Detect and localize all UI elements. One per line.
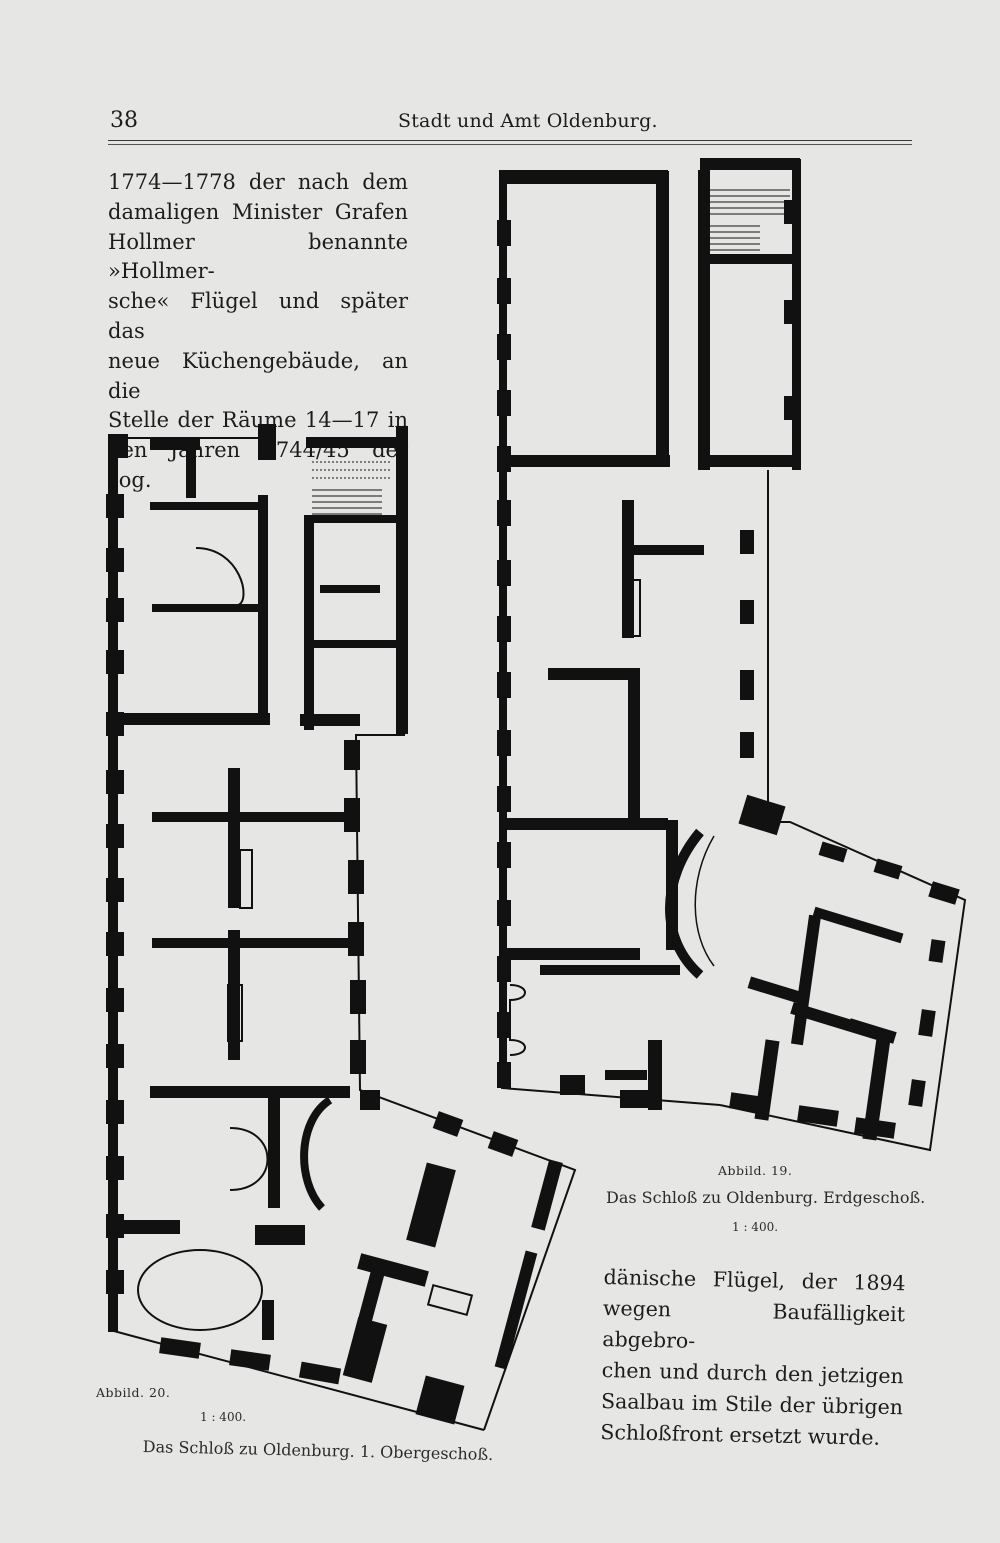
- header-rule: [108, 140, 912, 141]
- body-text-bottom: dänische Flügel, der 1894 wegen Baufälli…: [600, 1262, 906, 1454]
- figure-20-scale: 1 : 400.: [200, 1410, 247, 1424]
- text-line: damaligen Minister Grafen: [108, 199, 408, 224]
- figure-19-label: Abbild. 19.: [718, 1163, 793, 1178]
- text-line: neue Küchengebäude, an die: [108, 348, 408, 403]
- header-rule-thin: [108, 144, 912, 145]
- text-line: 1774—1778 der nach dem: [108, 170, 408, 194]
- body-text-top: 1774—1778 der nach dem damaligen Ministe…: [108, 168, 408, 496]
- figure-19-title: Das Schloß zu Oldenburg. Erdgeschoß.: [606, 1188, 926, 1207]
- text-line: Schloßfront ersetzt wurde.: [600, 1419, 881, 1450]
- figure-20-label: Abbild. 20.: [96, 1385, 171, 1400]
- running-title: Stadt und Amt Oldenburg.: [398, 110, 658, 132]
- page-header: 38 Stadt und Amt Oldenburg.: [0, 0, 1000, 150]
- floor-plan-groundfloor: [497, 158, 967, 1152]
- text-line: sche« Flügel und später das: [108, 289, 408, 343]
- text-line: wegen Baufälligkeit abgebro-: [602, 1295, 906, 1353]
- text-line: Hollmer benannte »Hollmer-: [108, 229, 408, 284]
- page-number: 38: [110, 108, 138, 133]
- figure-19-scale: 1 : 400.: [732, 1220, 779, 1234]
- floor-plan-upperfloor: [106, 424, 577, 1431]
